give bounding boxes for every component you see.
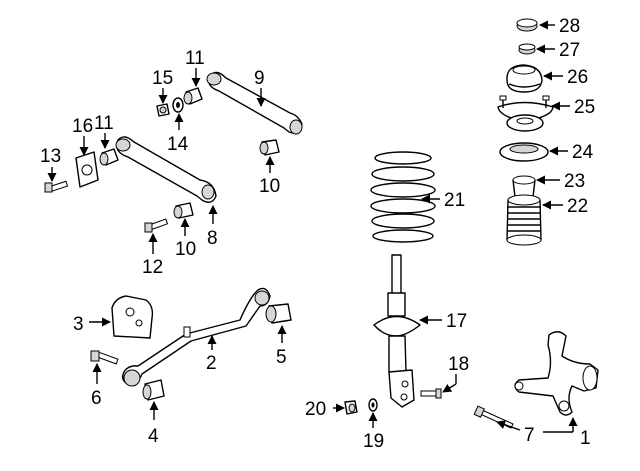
callout-19: 19	[363, 431, 384, 452]
part-15-nut	[156, 103, 170, 117]
part-10-bushing-lower	[173, 202, 194, 219]
part-16-bracket	[75, 151, 99, 188]
callout-14: 14	[167, 134, 189, 155]
part-11-bushing-left	[99, 148, 119, 166]
callout-23: 23	[564, 171, 585, 192]
callout-26: 26	[567, 67, 588, 88]
callout-1: 1	[580, 428, 591, 449]
part-19-washer	[368, 398, 378, 412]
part-3-bracket	[111, 295, 154, 339]
part-12-bolt	[144, 218, 169, 233]
callout-leaders	[47, 20, 578, 433]
callout-11-left: 11	[94, 113, 114, 134]
callout-7: 7	[524, 425, 535, 446]
callout-13: 13	[40, 146, 61, 167]
part-26-strut-mount	[506, 64, 543, 93]
part-20-nut	[344, 400, 358, 415]
callout-4: 4	[148, 426, 159, 447]
part-27-nut	[518, 43, 536, 55]
part-9-upper-arm	[206, 71, 303, 135]
callout-11-upper: 11	[185, 48, 205, 69]
callout-10-lower: 10	[175, 239, 196, 260]
part-5-bushing	[265, 303, 292, 324]
part-6-bolt	[90, 350, 119, 365]
part-1-knuckle	[514, 331, 599, 416]
callout-17: 17	[446, 311, 467, 332]
part-17-strut	[373, 254, 421, 408]
callout-10-upper: 10	[259, 176, 280, 197]
callout-27: 27	[559, 40, 580, 61]
callout-16: 16	[72, 116, 93, 137]
callout-2: 2	[206, 353, 217, 374]
part-28-cap	[516, 18, 538, 32]
callout-15: 15	[152, 68, 173, 89]
callout-21: 21	[444, 190, 465, 211]
callout-3: 3	[73, 314, 84, 335]
part-24-spring-seat	[499, 142, 549, 162]
callout-9: 9	[254, 68, 265, 89]
callout-25: 25	[574, 97, 595, 118]
callout-24: 24	[572, 142, 594, 163]
part-22-dust-boot	[506, 194, 542, 246]
part-14-washer	[172, 97, 184, 113]
callout-12: 12	[142, 257, 163, 278]
callout-labels: 1 2 3 4 5 6 7 8 9 10 10 11 11 12 13 14 1…	[40, 16, 595, 452]
part-25-mount-plate	[497, 95, 554, 132]
callout-6: 6	[91, 388, 102, 409]
callout-18: 18	[448, 354, 469, 375]
part-11-bushing-upper	[183, 87, 203, 105]
callout-20: 20	[305, 399, 326, 420]
callout-5: 5	[276, 347, 287, 368]
callout-22: 22	[567, 196, 588, 217]
part-2-link	[121, 287, 271, 387]
part-8-arm	[115, 136, 217, 203]
part-13-bolt	[44, 180, 69, 193]
callout-8: 8	[207, 228, 218, 249]
part-21-coil-spring	[370, 151, 436, 243]
part-10-bushing-upper	[259, 139, 280, 156]
part-18-bolt	[420, 388, 442, 399]
part-4-bushing	[142, 379, 165, 401]
part-7-bolt	[473, 405, 514, 429]
callout-28: 28	[559, 16, 580, 37]
part-23-bump-stop	[512, 175, 536, 198]
